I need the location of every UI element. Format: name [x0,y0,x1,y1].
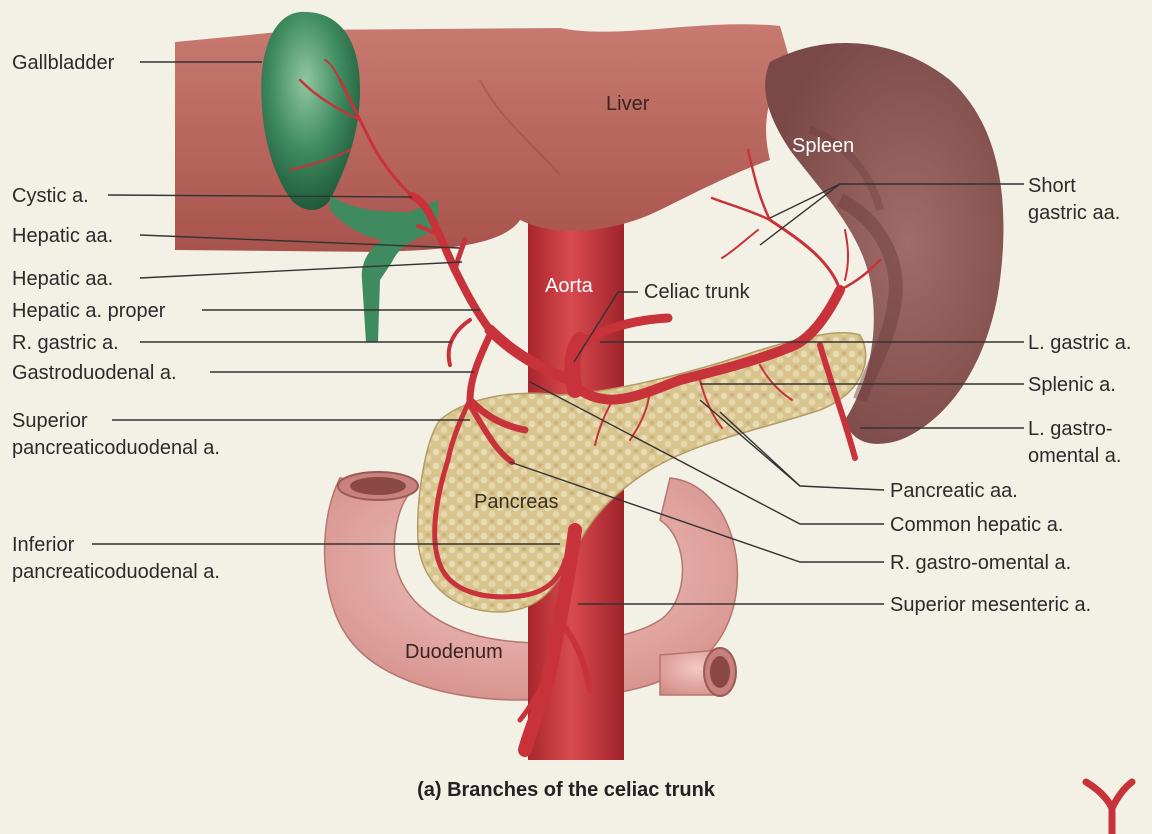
liver-label: Liver [606,93,650,115]
label-hepatic-artery-proper: Hepatic a. proper [12,300,166,322]
label-superior-pd-line2: pancreaticoduodenal a. [12,437,220,459]
label-hepatic-arteries-2: Hepatic aa. [12,268,113,290]
label-common-hepatic-artery: Common hepatic a. [890,514,1063,536]
label-splenic-artery: Splenic a. [1028,374,1116,396]
label-superior-pd-line1: Superior [12,410,88,432]
spleen-label: Spleen [792,135,854,157]
label-gallbladder: Gallbladder [12,52,115,74]
duodenum [323,471,739,701]
arteries [289,59,882,757]
label-left-gastric-artery: L. gastric a. [1028,332,1131,354]
left-leader-lines [92,61,560,545]
duodenum-label: Duodenum [405,641,503,663]
gallbladder [261,11,438,342]
label-superior-mesenteric-artery: Superior mesenteric a. [890,594,1091,616]
label-cystic-artery: Cystic a. [12,185,89,207]
label-short-gastric-line2: gastric aa. [1028,202,1120,224]
label-right-gastro-omental-artery: R. gastro-omental a. [890,552,1071,574]
aorta-label: Aorta [545,275,594,297]
label-inferior-pd-line2: pancreaticoduodenal a. [12,561,220,583]
pancreas-label: Pancreas [474,491,559,513]
label-celiac-trunk: Celiac trunk [644,281,751,303]
artery-fragment [1082,778,1136,834]
figure-caption: (a) Branches of the celiac trunk [417,779,716,801]
label-pancreatic-arteries: Pancreatic aa. [890,480,1018,502]
label-right-gastric-artery: R. gastric a. [12,332,119,354]
label-left-gastro-omental-line1: L. gastro- [1028,418,1112,440]
label-left-gastro-omental-line2: omental a. [1028,445,1121,467]
label-short-gastric-line1: Short [1028,175,1076,197]
label-gastroduodenal-artery: Gastroduodenal a. [12,362,177,384]
spleen [765,42,1004,444]
right-leader-lines [509,183,1024,605]
pancreas [416,332,867,613]
label-hepatic-arteries-1: Hepatic aa. [12,225,113,247]
label-inferior-pd-line1: Inferior [12,534,75,556]
